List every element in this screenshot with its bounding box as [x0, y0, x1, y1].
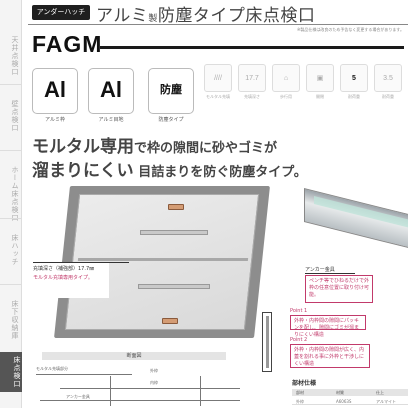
drawing-label-outer-frame: 外枠 — [150, 368, 158, 373]
walk-load-icon: ⌂ — [272, 64, 300, 92]
fill-depth-callout: 充填深さ（補強部）17.7㎜ モルタル充填専用タイプ。 — [33, 262, 109, 298]
headline-text: 目詰まりを防ぐ防塵タイプ。 — [133, 165, 307, 180]
callout-leader-line — [109, 262, 129, 263]
drawing-line — [60, 388, 240, 389]
spec-caption: 充填深さ — [244, 94, 260, 99]
callout-mortar-only: モルタル充填専用タイプ。 — [33, 275, 93, 281]
aluminum-joint-badge: Al — [88, 68, 134, 114]
drawing-label-inner-frame: 内枠 — [150, 380, 158, 385]
sidebar-item-wall-hatch[interactable]: 壁点検口 — [11, 100, 19, 132]
drawing-label-mortar: モルタル充填部分 — [36, 366, 68, 371]
spec-change-note: ※製品仕様は改良のため予告なく変更する場合があります。 — [297, 27, 404, 32]
spec-caption: 開閉 — [316, 94, 324, 99]
badge-text: 防塵 — [160, 83, 182, 96]
sidebar-item-floor-hatch[interactable]: 床ハッチ — [11, 234, 19, 266]
badge-caption: 防塵タイプ — [158, 117, 184, 123]
sidebar-item-floor-inspection[interactable]: 床点検口 — [0, 352, 22, 392]
sidebar-divider — [0, 284, 22, 285]
spec-caption: 歩行用 — [280, 94, 292, 99]
headline-line-1: モルタル専用で枠の隙間に砂やゴミが — [32, 136, 307, 160]
load-rating-icon: 5 — [340, 64, 368, 92]
spec-table-title: 部材仕様 — [292, 380, 317, 387]
sidebar-item-ceiling-hatch[interactable]: 天井点検口 — [11, 36, 19, 76]
sidebar-divider — [0, 150, 22, 151]
category-sidebar — [0, 0, 22, 408]
headline-emphasis: 溜まりにくい — [32, 161, 134, 181]
point-1-tag: Point 1 — [290, 308, 308, 314]
point-1-description: 外枠・内枠間の隙間にパッキンを配し、隙間にゴミが溜まりにくい構造 — [290, 315, 366, 338]
callout-depth: 充填深さ（補強部）17.7㎜ — [33, 266, 95, 272]
sidebar-item-home-floor-hatch[interactable]: ホーム床点検口 — [11, 166, 19, 222]
page-title: アルミ製防塵タイプ床点検口 — [96, 1, 315, 26]
header-divider — [28, 24, 408, 25]
anchor-label: アンカー金具 — [305, 266, 355, 274]
spec-caption: 耐荷重 — [348, 94, 360, 99]
point-2-tag: Point 2 — [290, 337, 308, 343]
headline: モルタル専用で枠の隙間に砂やゴミが 溜まりにくい 目詰まりを防ぐ防塵タイプ。 — [32, 136, 307, 184]
spec-table-header: 部材 材質 仕上 — [292, 389, 408, 396]
open-close-icon: ▣ — [306, 64, 334, 92]
table-col-part: 部材 — [296, 390, 304, 395]
sidebar-divider — [0, 84, 22, 85]
badge-caption: アルミ目地 — [98, 117, 124, 123]
spec-caption: 耐荷重 — [382, 94, 394, 99]
lid-reinforcement-bar — [138, 284, 210, 289]
spec-caption: モルタル充填 — [206, 94, 230, 99]
drawing-line — [36, 374, 132, 375]
table-cell: A6063S — [336, 399, 352, 404]
badge-text: Al — [44, 77, 66, 102]
anchor-description: ペンチ等でひねるだけで外枠の任意位置に取り付け可能。 — [305, 275, 373, 303]
headline-emphasis: モルタル専用 — [32, 137, 134, 157]
aluminum-frame-badge: Al — [32, 68, 78, 114]
sidebar-item-underfloor-storage[interactable]: 床下収納庫 — [11, 300, 19, 340]
mortar-fill-icon: //// — [204, 64, 232, 92]
headline-line-2: 溜まりにくい 目詰まりを防ぐ防塵タイプ。 — [32, 160, 307, 184]
lift-handle-icon — [168, 204, 184, 210]
table-row: 外枠 A6063S アルマイト — [292, 398, 408, 405]
model-rule — [100, 46, 404, 49]
badge-caption: アルミ枠 — [45, 117, 65, 123]
table-cell: アルマイト — [376, 399, 396, 404]
fill-depth-icon: 17.7 — [238, 64, 266, 92]
drawing-line — [40, 400, 240, 401]
drawing-line — [200, 376, 201, 406]
dustproof-badge: 防塵 — [148, 68, 194, 114]
model-number: FAGM — [32, 31, 103, 57]
drawing-label-anchor: アンカー金具 — [66, 394, 90, 399]
point-2-description: 外枠・内枠間の隙間が広く、内蓋を割れる事に外枠と干渉しにくい構造 — [290, 344, 370, 368]
title-part-1: アルミ — [96, 6, 149, 26]
title-part-2: 防塵タイプ床点検口 — [157, 6, 316, 26]
sidebar-divider — [0, 218, 22, 219]
headline-text: で枠の隙間に砂やゴミが — [134, 141, 278, 156]
drawing-line — [110, 376, 111, 406]
section-drawing-header: 断面図 — [42, 352, 226, 360]
title-small: 製 — [148, 14, 158, 24]
badge-text: Al — [100, 77, 122, 102]
table-col-material: 材質 — [336, 390, 344, 395]
lift-handle-icon — [162, 318, 178, 324]
cross-section-inner — [266, 316, 269, 368]
hatch-center-seam — [77, 258, 249, 261]
table-col-finish: 仕上 — [376, 390, 384, 395]
category-tag: アンダーハッチ — [32, 5, 90, 20]
lid-reinforcement-bar — [140, 230, 208, 235]
table-cell: 外枠 — [296, 399, 304, 404]
load-rating-2-icon: 3.5 — [374, 64, 402, 92]
